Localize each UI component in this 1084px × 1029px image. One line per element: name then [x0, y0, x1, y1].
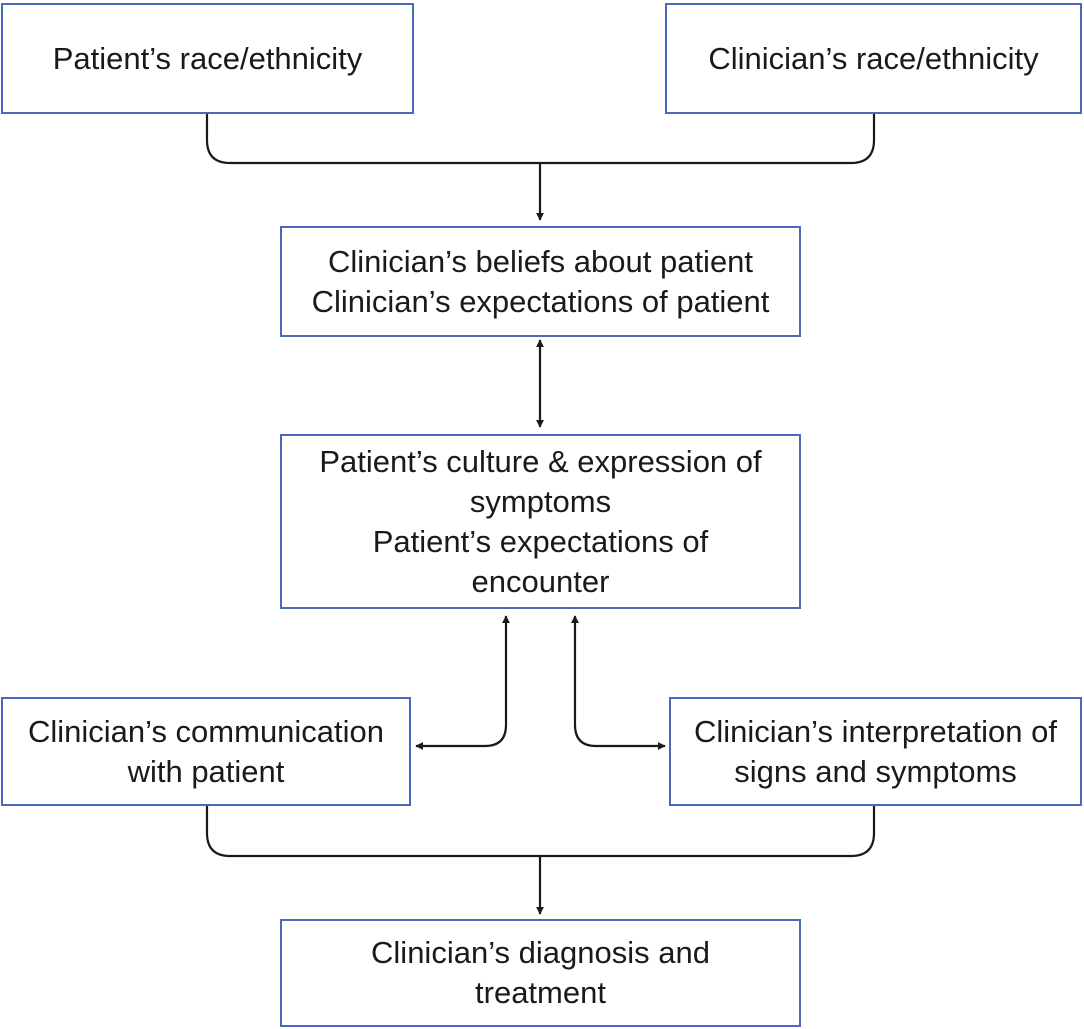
- node-label: Clinician’s diagnosis and: [371, 935, 710, 970]
- node-clinician-beliefs: Clinician’s beliefs about patient Clinic…: [280, 226, 801, 337]
- node-label: Clinician’s expectations of patient: [311, 283, 770, 319]
- node-label: symptoms: [469, 483, 612, 519]
- node-clinician-race: Clinician’s race/ethnicity: [665, 3, 1082, 114]
- connector-race-merge: [205, 113, 876, 165]
- node-label: signs and symptoms: [734, 753, 1017, 789]
- node-label: Patient’s race/ethnicity: [52, 40, 363, 76]
- node-patient-race: Patient’s race/ethnicity: [1, 3, 414, 114]
- arrow-culture-communication: [415, 615, 510, 750]
- node-clinician-interpretation: Clinician’s interpretation of signs and …: [669, 697, 1082, 806]
- node-patient-culture: Patient’s culture & expression of sympto…: [280, 434, 801, 609]
- node-label: Clinician’s interpretation of: [693, 713, 1057, 749]
- node-label: Patient’s expectations of: [372, 523, 709, 559]
- node-label: treatment: [475, 975, 606, 1010]
- node-clinician-communication: Clinician’s communication with patient: [1, 697, 411, 806]
- connector-bottom-merge: [205, 805, 876, 858]
- arrow-culture-interpretation: [571, 615, 666, 750]
- node-label: with patient: [127, 753, 285, 789]
- node-label: Patient’s culture & expression of: [319, 443, 762, 479]
- node-label: Clinician’s communication: [27, 713, 385, 749]
- node-clinician-diagnosis: Clinician’s diagnosis and treatment: [280, 919, 801, 1027]
- node-label: Clinician’s beliefs about patient: [327, 243, 754, 279]
- node-label: Clinician’s race/ethnicity: [708, 40, 1039, 76]
- node-label: encounter: [471, 563, 610, 599]
